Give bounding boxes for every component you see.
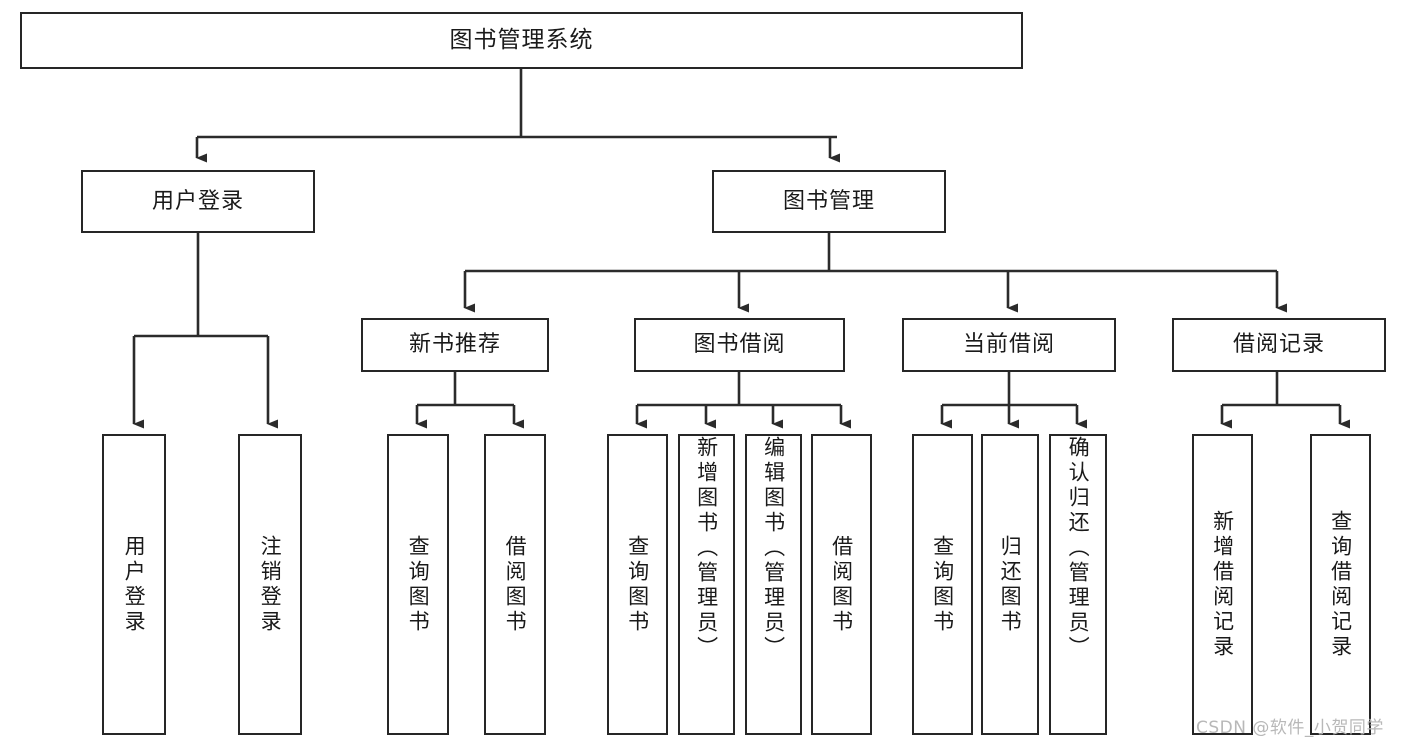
node-label: 查询借阅记录 <box>1328 509 1353 660</box>
node-book-management[interactable]: 图书管理 <box>712 170 946 233</box>
node-label: 查询图书 <box>406 534 431 635</box>
node-label: 图书管理系统 <box>449 27 594 54</box>
node-label: 注销登录 <box>258 534 283 635</box>
node-label: 确认归还（管理员） <box>1066 436 1091 661</box>
node-label: 查询图书 <box>625 534 650 635</box>
node-label: 新书推荐 <box>408 332 501 358</box>
leaf-user-login[interactable]: 用户登录 <box>102 434 166 735</box>
node-label: 当前借阅 <box>962 332 1055 358</box>
node-label: 借阅图书 <box>829 534 854 635</box>
leaf-borrow-book-1[interactable]: 借阅图书 <box>484 434 546 735</box>
node-current-borrow[interactable]: 当前借阅 <box>902 318 1116 372</box>
node-label: 用户登录 <box>151 188 244 214</box>
node-label: 查询图书 <box>930 534 955 635</box>
node-label: 新增图书（管理员） <box>694 436 719 661</box>
node-label: 图书借阅 <box>693 332 786 358</box>
node-label: 编辑图书（管理员） <box>761 436 786 661</box>
node-user-login[interactable]: 用户登录 <box>81 170 315 233</box>
node-root-system[interactable]: 图书管理系统 <box>20 12 1023 69</box>
leaf-query-book-1[interactable]: 查询图书 <box>387 434 449 735</box>
node-label: 新增借阅记录 <box>1210 509 1235 660</box>
node-label: 借阅记录 <box>1232 332 1325 358</box>
node-new-book-recommend[interactable]: 新书推荐 <box>361 318 549 372</box>
leaf-return-book[interactable]: 归还图书 <box>981 434 1039 735</box>
node-label: 用户登录 <box>122 534 147 635</box>
node-label: 借阅图书 <box>503 534 528 635</box>
leaf-borrow-book-2[interactable]: 借阅图书 <box>811 434 872 735</box>
leaf-query-record[interactable]: 查询借阅记录 <box>1310 434 1371 735</box>
leaf-query-book-2[interactable]: 查询图书 <box>607 434 668 735</box>
node-label: 图书管理 <box>782 188 875 214</box>
node-label: 归还图书 <box>998 534 1023 635</box>
leaf-add-record[interactable]: 新增借阅记录 <box>1192 434 1253 735</box>
node-borrow-record[interactable]: 借阅记录 <box>1172 318 1386 372</box>
leaf-logout-login[interactable]: 注销登录 <box>238 434 302 735</box>
leaf-edit-book[interactable]: 编辑图书（管理员） <box>745 434 802 735</box>
leaf-add-book[interactable]: 新增图书（管理员） <box>678 434 735 735</box>
node-book-borrow[interactable]: 图书借阅 <box>634 318 845 372</box>
leaf-query-book-3[interactable]: 查询图书 <box>912 434 973 735</box>
leaf-confirm-return[interactable]: 确认归还（管理员） <box>1049 434 1107 735</box>
